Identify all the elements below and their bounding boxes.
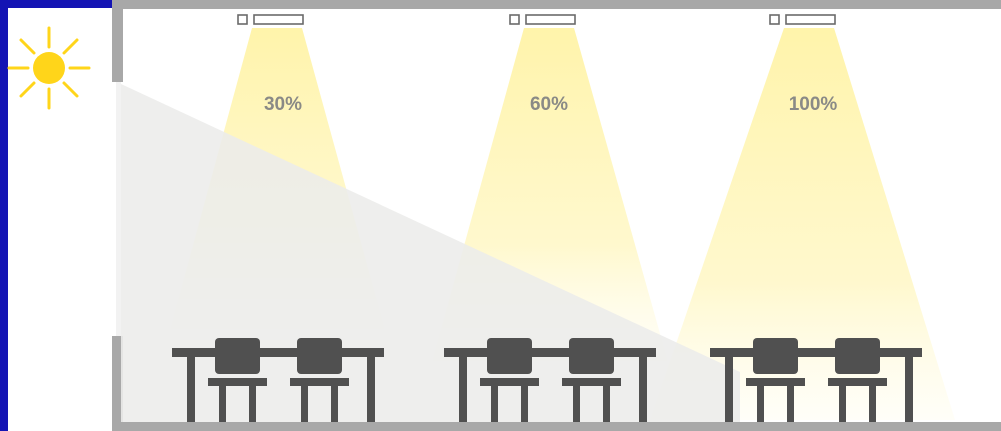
light-beam-zone-3 [650, 28, 955, 420]
room-wall-upper [112, 0, 123, 82]
room-floor [112, 422, 1001, 431]
chair-icon [290, 338, 349, 422]
workstation-group-1 [172, 338, 384, 422]
dim-level-label-zone-1: 30% [264, 94, 302, 115]
chair-icon [208, 338, 267, 422]
daylight-wedge [121, 84, 740, 422]
ceiling-light-icon [237, 14, 304, 25]
ceiling-light-icon [769, 14, 836, 25]
desk-icon [444, 348, 656, 422]
chair-icon [828, 338, 887, 422]
chair-icon [480, 338, 539, 422]
furniture [172, 338, 922, 422]
room-ceiling [112, 0, 1001, 9]
dim-level-label-zone-3: 100% [789, 94, 838, 115]
desk-icon [172, 348, 384, 422]
desk-icon [710, 348, 922, 422]
ceiling-light-icon [509, 14, 576, 25]
sun-icon [7, 26, 91, 110]
workstation-group-2 [444, 338, 656, 422]
room-wall-lower [112, 336, 123, 431]
window-opening [116, 82, 121, 336]
chair-icon [746, 338, 805, 422]
dim-level-label-zone-2: 60% [530, 94, 568, 115]
luminaires [237, 14, 836, 25]
workstation-group-3 [710, 338, 922, 422]
chair-icon [562, 338, 621, 422]
